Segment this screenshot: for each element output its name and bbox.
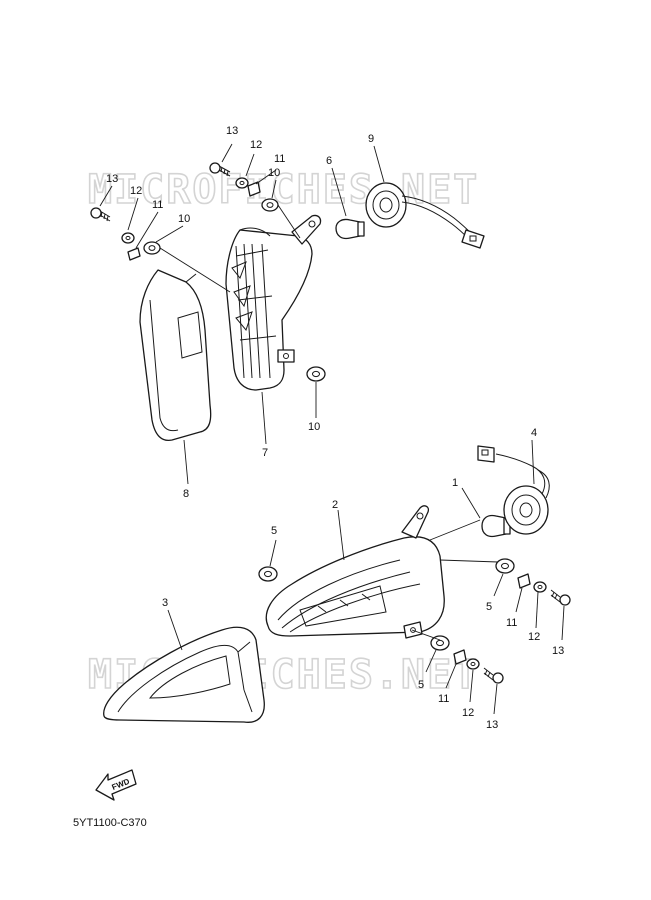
callout-9: 9 [368,133,374,145]
callout-7: 7 [262,447,268,459]
fwd-arrow-icon: FWD [95,769,137,801]
callout-12b: 12 [250,139,262,151]
callout-5b: 5 [486,601,492,613]
washer-12d[interactable] [466,658,480,670]
callout-5c: 5 [418,679,424,691]
callout-5a: 5 [271,525,277,537]
part-6-bulb[interactable] [335,218,365,240]
callout-6: 6 [326,155,332,167]
callout-3: 3 [162,597,168,609]
part-9-socket[interactable] [365,182,485,249]
callout-12d: 12 [462,707,474,719]
callout-11d: 11 [438,693,449,705]
callout-11b: 11 [274,153,285,165]
callout-10b: 10 [268,167,280,179]
callout-12c: 12 [528,631,540,643]
callout-2: 2 [332,499,338,511]
part-4-socket[interactable] [477,445,550,535]
part-2-flasher-light[interactable] [265,505,445,639]
washer-12c[interactable] [533,581,547,593]
callout-13d: 13 [486,719,498,731]
grommet-5a[interactable] [258,566,278,582]
collar-11c[interactable] [517,573,531,589]
washer-12b[interactable] [235,177,249,189]
callout-8: 8 [183,488,189,500]
washer-12a[interactable] [121,232,135,244]
bolt-13b[interactable] [209,162,231,177]
grommet-10c[interactable] [306,366,326,382]
grommet-10a[interactable] [143,241,161,255]
part-7-flasher-light[interactable] [225,214,322,391]
diagram-code: 5YT1100-C370 [73,817,147,829]
callout-11c: 11 [506,617,517,629]
callout-1: 1 [452,477,458,489]
bolt-13a[interactable] [90,207,111,222]
callout-10a: 10 [178,213,190,225]
collar-11a[interactable] [127,247,141,261]
collar-11d[interactable] [453,649,467,665]
callout-13a: 13 [106,173,118,185]
part-8-lens-cover[interactable] [139,269,212,442]
callout-4: 4 [531,427,537,439]
callout-12a: 12 [130,185,142,197]
bolt-13c[interactable] [550,589,571,606]
callout-11a: 11 [152,199,163,211]
bolt-13d[interactable] [483,667,504,684]
grommet-5b[interactable] [495,558,515,574]
collar-11b[interactable] [247,181,261,197]
grommet-5c[interactable] [430,635,450,651]
watermark-top: MICROFICHES.NET [88,167,479,213]
callout-10c: 10 [308,421,320,433]
callout-13c: 13 [552,645,564,657]
callout-13b: 13 [226,125,238,137]
part-3-lens-cover[interactable] [103,626,265,723]
grommet-10b[interactable] [261,198,279,212]
